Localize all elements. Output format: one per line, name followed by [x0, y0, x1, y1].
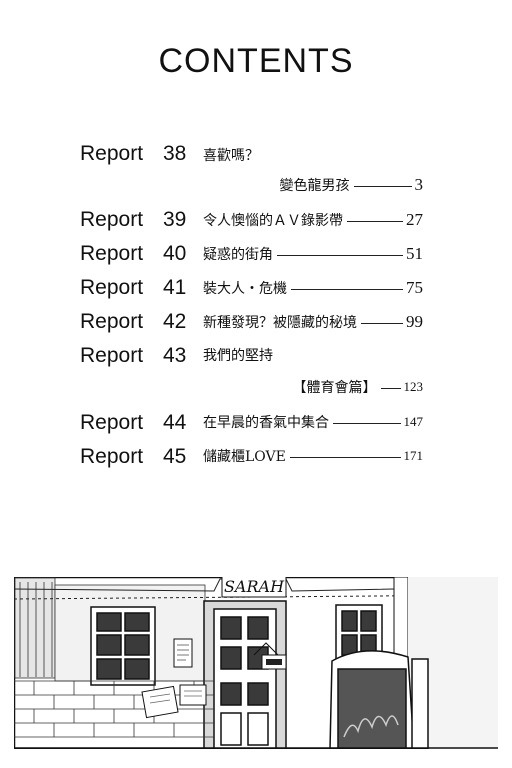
- shop-door: [203, 600, 287, 749]
- leader-line: [353, 185, 412, 187]
- shop-front-illustration: SARAH: [14, 577, 498, 749]
- toc-entry-38-subtitle[interactable]: 變色龍男孩 3: [203, 174, 424, 196]
- shop-sign-text: SARAH: [224, 577, 285, 596]
- left-window: [90, 606, 156, 686]
- report-word: Report: [80, 208, 144, 231]
- page-number: 123: [403, 379, 424, 394]
- report-word: Report: [80, 242, 144, 265]
- report-number: 40: [163, 242, 187, 265]
- report-label-38: Report 38: [80, 142, 200, 166]
- report-label-42: Report 42: [80, 310, 200, 334]
- leader-line: [380, 387, 401, 389]
- report-word: Report: [80, 142, 144, 165]
- report-label-40: Report 40: [80, 242, 200, 266]
- table-of-contents: Report 38 喜歡嗎？ 變色龍男孩 3 Report 39 令人懊惱的ＡＶ錄影…: [80, 142, 424, 469]
- report-label-39: Report 39: [80, 208, 200, 232]
- page-number: 3: [414, 175, 424, 194]
- leader-line: [291, 288, 403, 290]
- report-title: 新種發現？被隱藏的秘境: [203, 315, 357, 331]
- report-title: 裝大人・危機: [203, 281, 287, 297]
- toc-entry-43[interactable]: 我們的堅持: [203, 344, 423, 366]
- report-number: 39: [163, 208, 187, 231]
- leader-line: [277, 254, 403, 256]
- toc-entry-39[interactable]: 令人懊惱的ＡＶ錄影帶 27: [203, 209, 423, 231]
- toc-entry-44[interactable]: 在早晨的香氣中集合 147: [203, 411, 423, 433]
- report-word: Report: [80, 276, 144, 299]
- report-label-45: Report 45: [80, 445, 200, 469]
- leader-line: [333, 422, 401, 424]
- report-word: Report: [80, 411, 144, 434]
- page-number: 27: [406, 210, 423, 229]
- display-cabinet: [329, 650, 429, 749]
- leader-line: [347, 220, 403, 222]
- page-number: 51: [406, 244, 423, 263]
- report-word: Report: [80, 445, 144, 468]
- report-title: 令人懊惱的ＡＶ錄影帶: [203, 213, 343, 229]
- report-number: 43: [163, 344, 187, 367]
- toc-entry-40[interactable]: 疑惑的街角 51: [203, 243, 423, 265]
- report-word: Report: [80, 310, 144, 333]
- report-subtitle: 【體育會篇】: [292, 380, 377, 396]
- shop-front-drawing: SARAH: [14, 577, 498, 749]
- report-word: Report: [80, 344, 144, 367]
- report-subtitle: 變色龍男孩: [279, 178, 350, 194]
- leader-line: [361, 322, 403, 324]
- toc-entry-38[interactable]: 喜歡嗎？: [203, 144, 423, 166]
- page-number: 99: [406, 312, 423, 331]
- report-title: 疑惑的街角: [203, 247, 273, 263]
- report-number: 38: [163, 142, 187, 165]
- report-title: 喜歡嗎？: [203, 148, 259, 164]
- page-number: 147: [403, 414, 424, 429]
- toc-entry-43-subtitle[interactable]: 【體育會篇】 123: [203, 376, 424, 398]
- report-number: 41: [163, 276, 187, 299]
- report-title: 我們的堅持: [203, 348, 273, 364]
- report-label-43: Report 43: [80, 344, 200, 368]
- page-title: CONTENTS: [158, 42, 354, 80]
- toc-entry-41[interactable]: 裝大人・危機 75: [203, 277, 423, 299]
- page-number: 171: [403, 448, 424, 463]
- toc-entry-45[interactable]: 儲藏櫃LOVE 171: [203, 445, 423, 467]
- toc-entry-42[interactable]: 新種發現？被隱藏的秘境 99: [203, 311, 423, 333]
- leader-line: [289, 456, 401, 458]
- report-number: 42: [163, 310, 187, 333]
- report-title: 在早晨的香氣中集合: [203, 415, 329, 431]
- report-number: 44: [163, 411, 187, 434]
- report-label-44: Report 44: [80, 411, 200, 435]
- report-title: 儲藏櫃LOVE: [203, 449, 286, 465]
- page-number: 75: [406, 278, 423, 297]
- report-number: 45: [163, 445, 187, 468]
- report-label-41: Report 41: [80, 276, 200, 300]
